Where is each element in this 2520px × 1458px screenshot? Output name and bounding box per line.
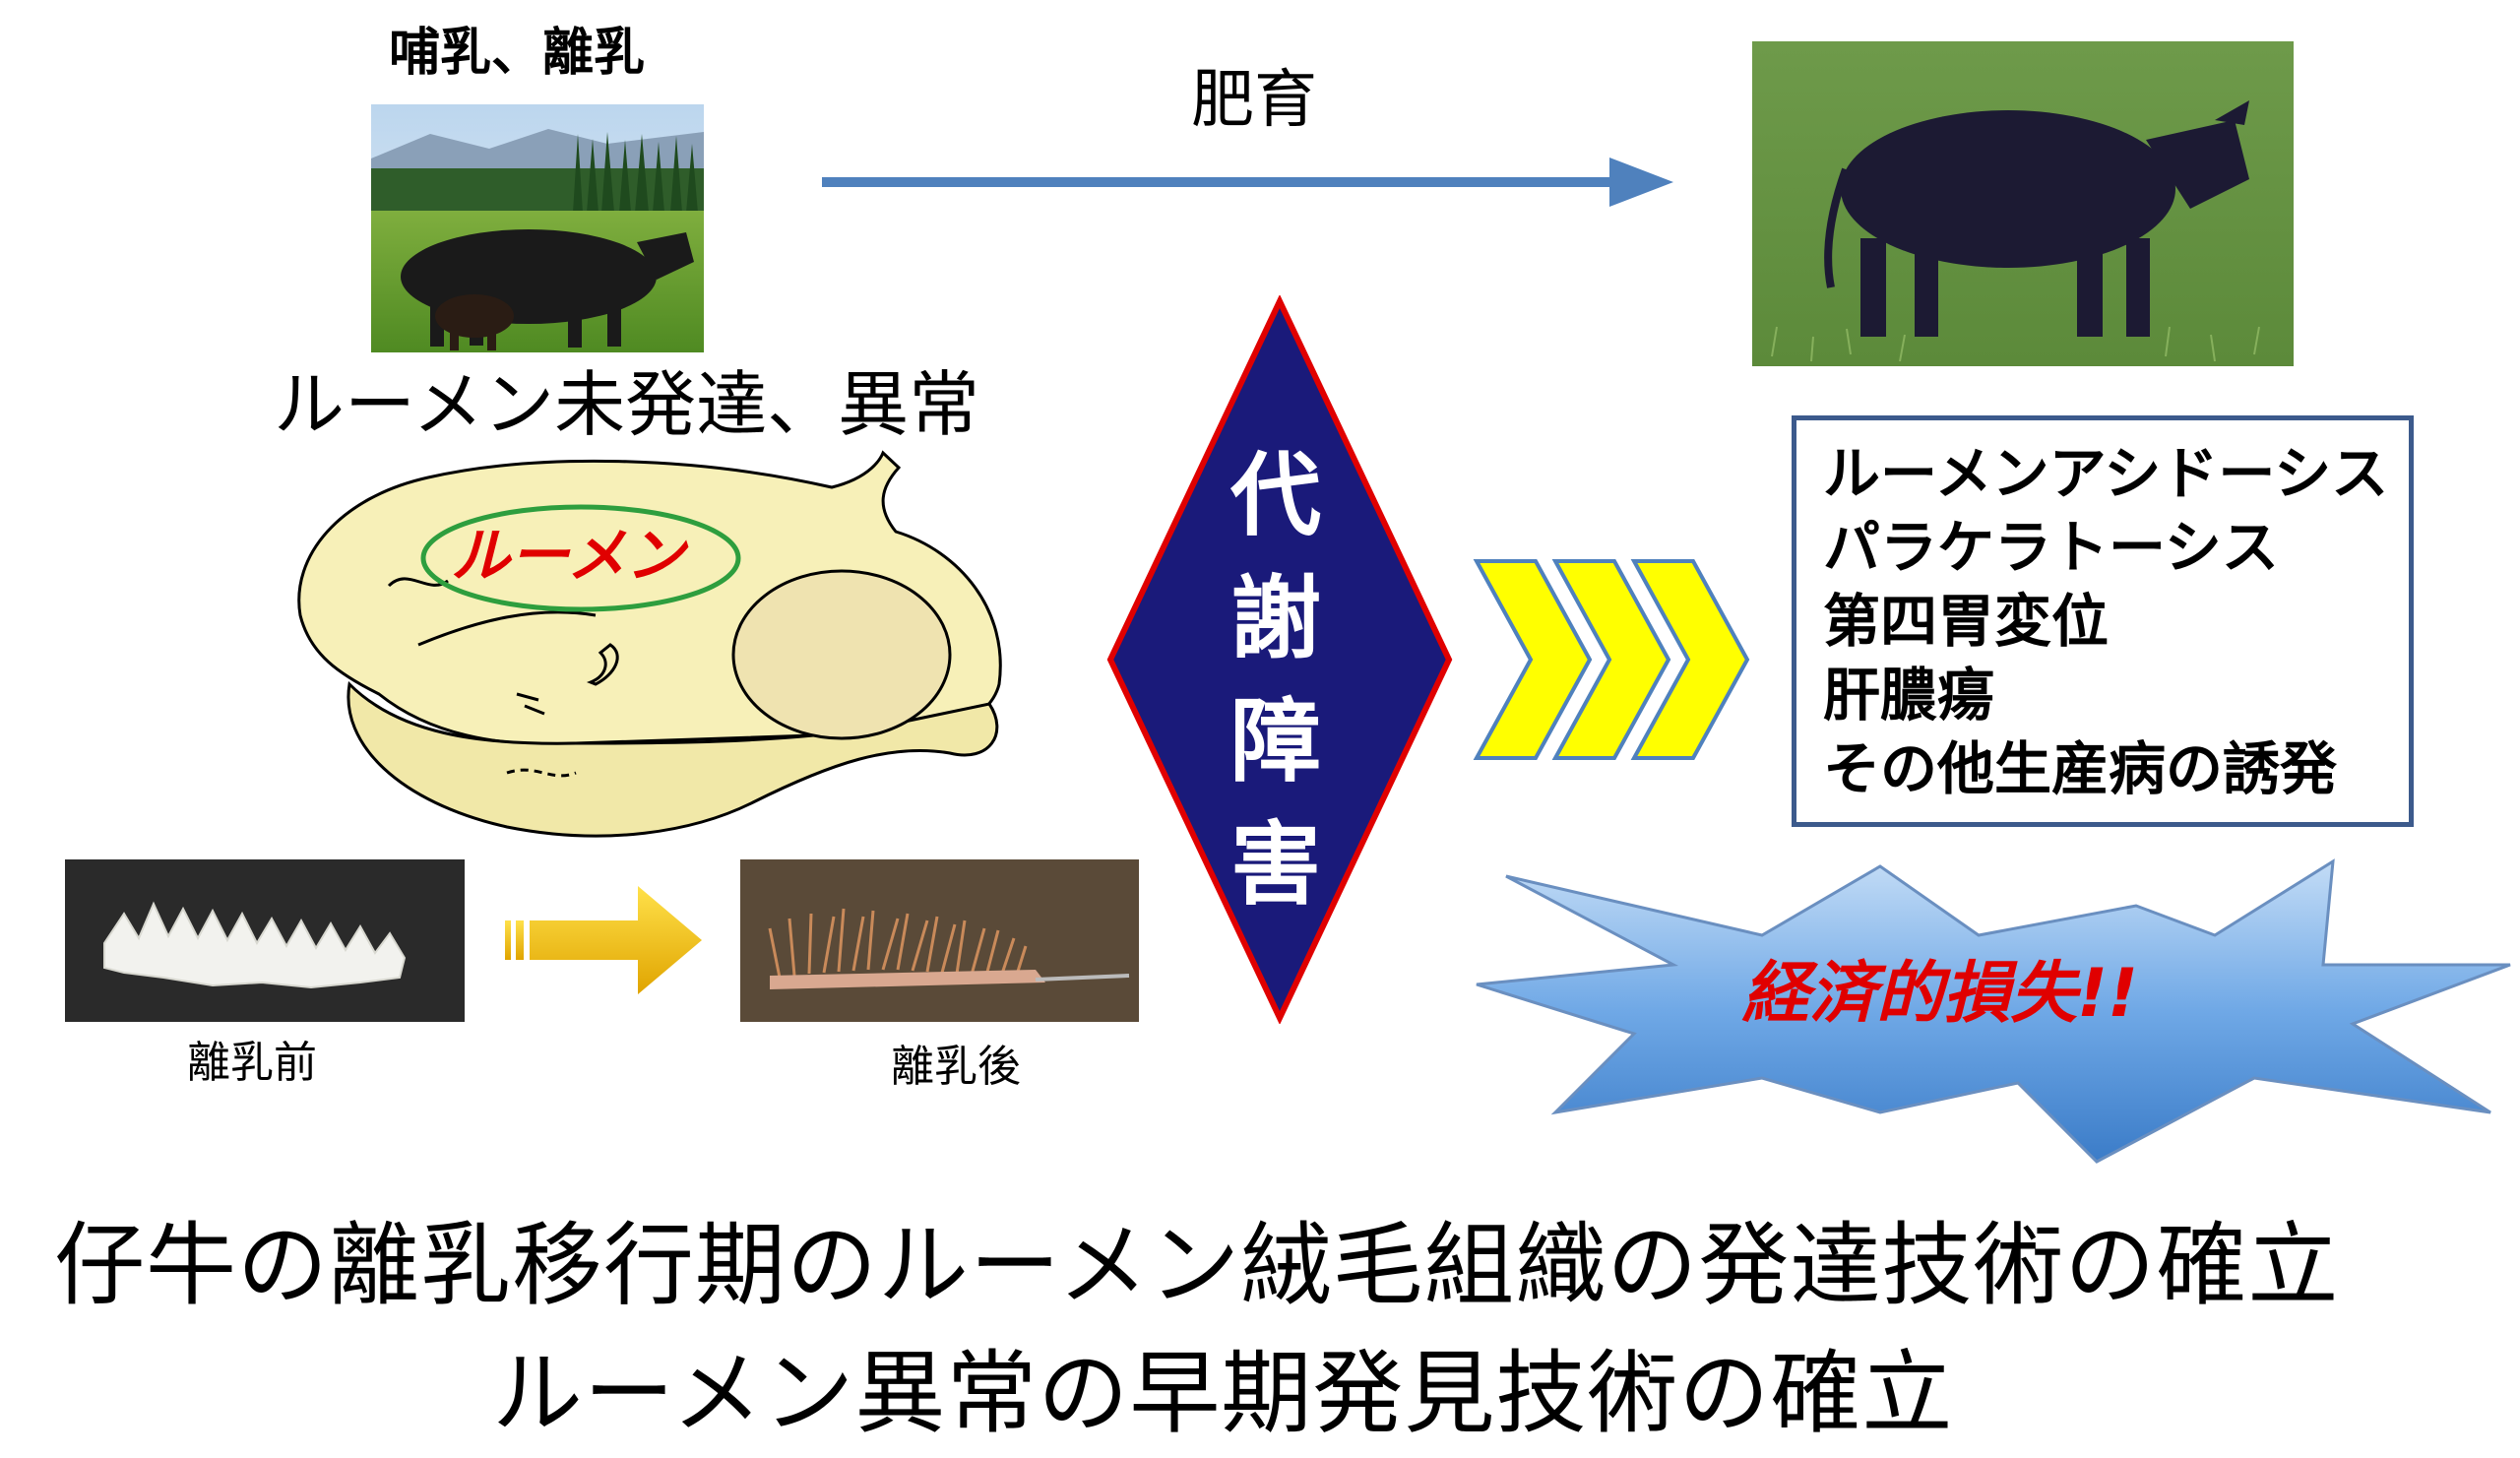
bottom-line-1: 仔牛の離乳移行期のルーメン絨毛組織の発達技術の確立	[54, 1213, 2340, 1318]
diseases-box	[1792, 415, 2414, 827]
papillae-after-photo	[740, 859, 1139, 1022]
fattening-label: 肥育	[1191, 64, 1317, 137]
before-weaning-label: 離乳前	[187, 1038, 317, 1088]
diamond-char-1: 代	[1230, 443, 1322, 548]
chevron-arrows	[1473, 559, 1750, 760]
metabolic-disorder-diamond	[1106, 295, 1453, 1024]
stomach-diagram	[297, 450, 1002, 838]
fattening-arrow	[822, 158, 1673, 207]
bottom-line-2: ルーメン異常の早期発見技術の確立	[492, 1341, 1954, 1446]
black-cow-photo	[1752, 41, 2294, 366]
disease-item: パラケラトーシス	[1823, 514, 2279, 581]
rumen-heading: ルーメン未発達、異常	[274, 363, 980, 446]
economic-loss-burst	[1476, 858, 2511, 1164]
cow-with-calf-photo	[371, 104, 704, 352]
nursing-weaning-label: 哺乳、離乳	[389, 24, 646, 83]
gold-right-arrow-icon	[505, 886, 702, 994]
diamond-char-2: 謝	[1230, 566, 1322, 671]
stomach-rumen-label: ルーメン	[451, 522, 685, 591]
disease-item: ルーメンアシドーシス	[1823, 440, 2389, 507]
disease-item: その他生産病の誘発	[1823, 735, 2338, 802]
economic-loss-text: 経済的損失!!	[1742, 955, 2139, 1033]
disease-item: 肝膿瘍	[1823, 662, 1995, 729]
papillae-before-photo	[65, 859, 465, 1022]
disease-item: 第四胃変位	[1823, 588, 2110, 655]
diamond-char-4: 害	[1230, 812, 1322, 918]
diamond-char-3: 障	[1230, 689, 1322, 794]
after-weaning-label: 離乳後	[891, 1042, 1021, 1092]
